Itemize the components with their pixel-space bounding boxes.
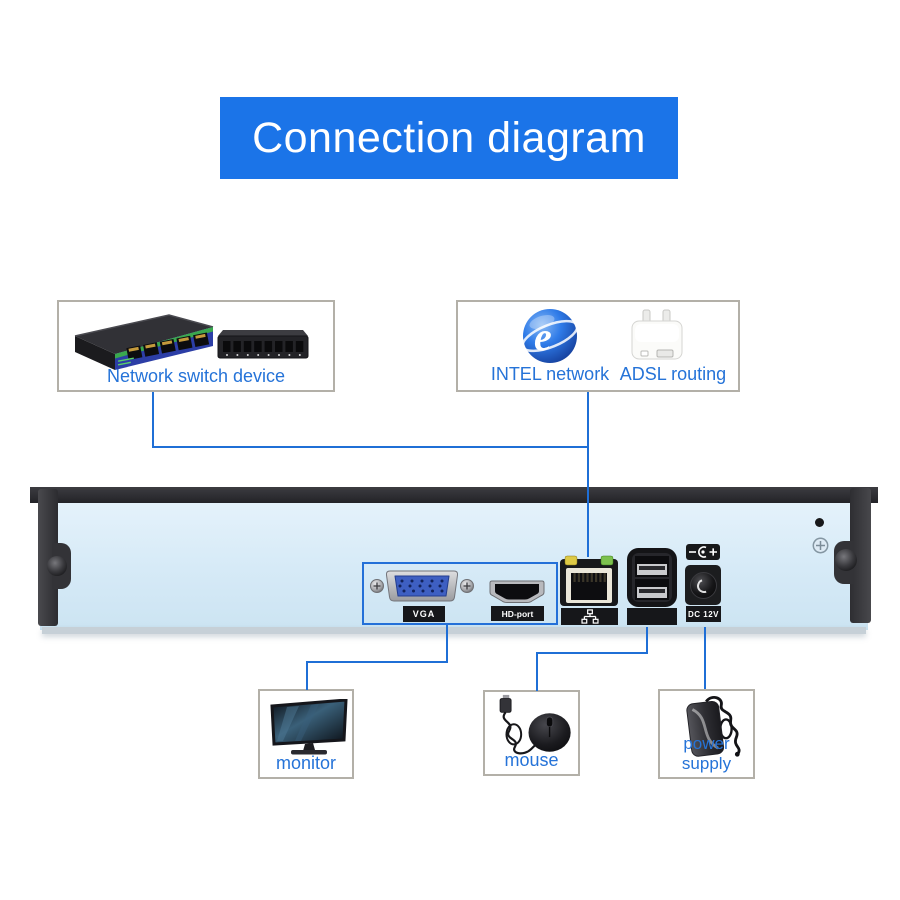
left-screw-icon bbox=[47, 556, 67, 576]
dc-polarity-icon bbox=[686, 544, 720, 560]
usb-ports-icon bbox=[627, 548, 677, 607]
page-title: Connection diagram bbox=[252, 113, 646, 162]
panel-bottom-rail bbox=[42, 627, 866, 634]
ground-screw-icon bbox=[812, 537, 829, 554]
vga-port-label: VGA bbox=[403, 606, 445, 622]
hdmi-port-icon bbox=[489, 580, 545, 603]
internet-globe-icon: e bbox=[521, 309, 579, 363]
poe-switch-icon bbox=[74, 314, 214, 370]
panel-right-bracket bbox=[850, 488, 871, 623]
mouse-callout-box: mouse bbox=[483, 690, 580, 776]
vga-hdmi-callout-frame bbox=[362, 562, 558, 625]
intel-network-label: INTEL network bbox=[490, 364, 610, 384]
mouse-line-h bbox=[536, 652, 648, 654]
adsl-routing-label: ADSL routing bbox=[619, 364, 727, 384]
internet-to-lan-line bbox=[587, 392, 589, 557]
network-switch-callout-box: Network switch device bbox=[57, 300, 335, 392]
title-banner: Connection diagram bbox=[220, 97, 678, 179]
power-supply-icon bbox=[686, 695, 741, 757]
vga-port-icon bbox=[370, 570, 474, 602]
reset-hole-icon bbox=[815, 518, 824, 527]
power-supply-label: power supply bbox=[681, 734, 732, 773]
monitor-label: monitor bbox=[275, 753, 337, 773]
mouse-line-v1 bbox=[646, 627, 648, 654]
mouse-icon bbox=[499, 694, 571, 755]
usb-port-label bbox=[627, 608, 677, 625]
mouse-label: mouse bbox=[504, 750, 559, 770]
right-screw-icon bbox=[835, 549, 857, 571]
network-switch-label: Network switch device bbox=[106, 366, 286, 386]
monitor-line-v2 bbox=[306, 661, 308, 690]
switch-callout-line-horizontal bbox=[152, 446, 589, 448]
panel-top-rail bbox=[30, 487, 878, 503]
monitor-callout-box: monitor bbox=[258, 689, 354, 779]
mouse-line-v2 bbox=[536, 652, 538, 691]
switch-callout-line-vertical bbox=[152, 392, 154, 448]
dc-jack-icon bbox=[685, 565, 721, 605]
internet-callout-box: e INTEL network ADSL routing bbox=[456, 300, 740, 392]
power-line bbox=[704, 627, 706, 689]
monitor-icon bbox=[270, 699, 348, 755]
power-supply-callout-box: power supply bbox=[658, 689, 755, 779]
adsl-router-icon bbox=[631, 309, 683, 360]
dc-port-label: DC 12V bbox=[686, 606, 721, 622]
hdmi-port-label: HD-port bbox=[491, 606, 544, 621]
panel-left-bracket bbox=[38, 489, 58, 626]
lan-port-icon bbox=[560, 555, 618, 606]
lan-port-label bbox=[561, 608, 618, 625]
monitor-line-h bbox=[306, 661, 448, 663]
monitor-line-v1 bbox=[446, 625, 448, 663]
desktop-switch-icon bbox=[217, 330, 309, 359]
svg-text:e: e bbox=[534, 314, 552, 359]
lan-glyph-icon bbox=[580, 609, 599, 624]
